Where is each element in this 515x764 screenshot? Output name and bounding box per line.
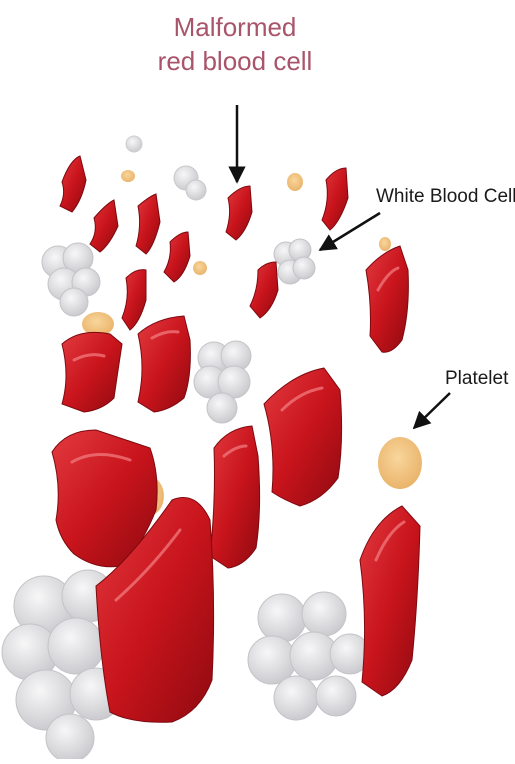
white-blood-cell-small-top [126, 136, 206, 200]
white-blood-cell-label: White Blood Cell [376, 186, 515, 208]
red-blood-cells [52, 156, 420, 722]
white-blood-cell-cluster-left [42, 243, 100, 316]
white-blood-cell-cluster-middle [194, 341, 251, 423]
platelet-pointed [378, 437, 422, 489]
white-blood-cell-pointed [274, 239, 315, 284]
malformed-label-line2: red blood cell [150, 44, 320, 78]
platelet-arrow [414, 393, 450, 428]
malformed-rbc-label: Malformed red blood cell [150, 10, 320, 78]
malformed-label-line1: Malformed [150, 10, 320, 44]
white-blood-cell-cluster-bottom-right [248, 592, 370, 720]
platelet-label: Platelet [445, 368, 508, 390]
